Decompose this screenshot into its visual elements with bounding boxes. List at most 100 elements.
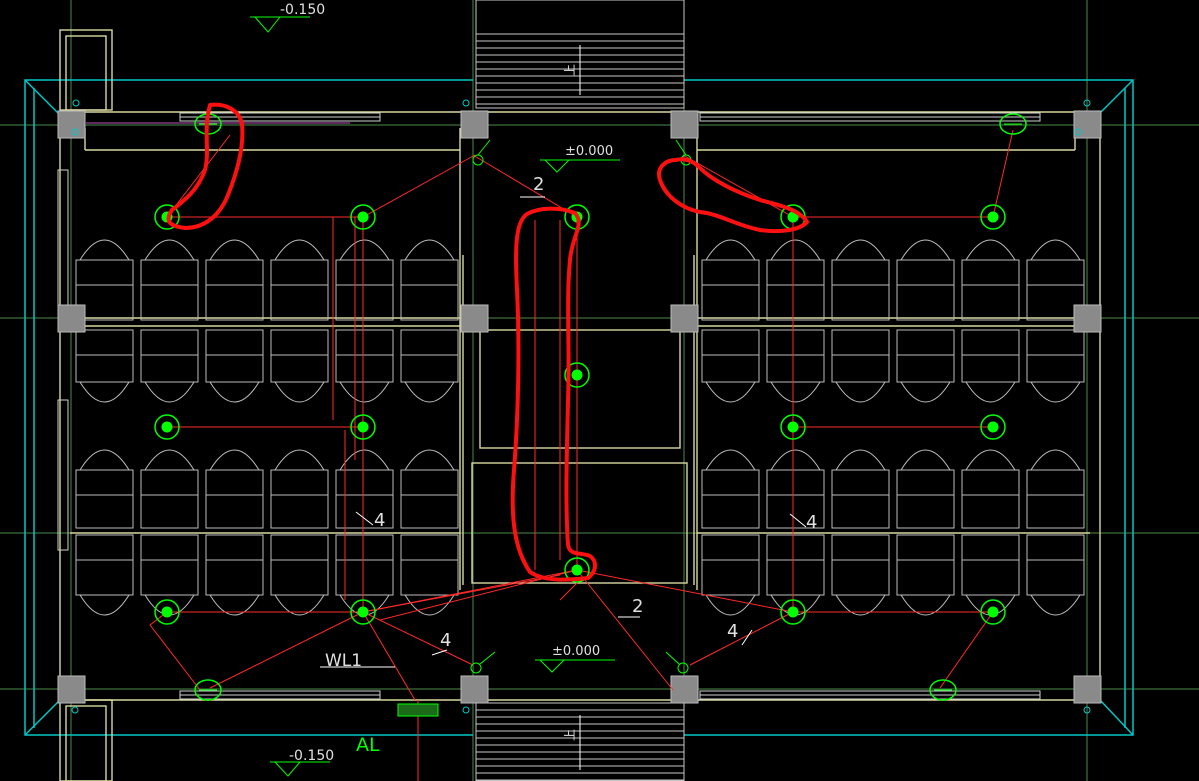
- wall-lamp-icon: [999, 113, 1027, 135]
- wall-lamp-icon: [194, 679, 222, 701]
- furniture-unit: [831, 239, 890, 321]
- furniture-unit: [270, 239, 329, 321]
- furniture-unit: [766, 534, 825, 616]
- furniture-unit: [400, 329, 459, 403]
- axis-marker: [1083, 706, 1091, 714]
- ceiling-light-icon: [980, 204, 1006, 230]
- furniture-unit: [140, 534, 199, 616]
- ceiling-light-icon: [350, 414, 376, 440]
- ceiling-light-icon: [154, 414, 180, 440]
- furniture-unit: [270, 449, 329, 529]
- furniture-unit: [1026, 534, 1085, 616]
- windows: [57, 112, 1041, 700]
- ceiling-light-icon: [154, 599, 180, 625]
- furniture-unit: [400, 239, 459, 321]
- furniture-unit: [766, 329, 825, 403]
- furniture-unit: [831, 534, 890, 616]
- furniture-unit: [400, 534, 459, 616]
- furniture-unit: [961, 329, 1020, 403]
- leaders: [320, 196, 807, 668]
- column: [670, 110, 699, 139]
- column: [1073, 675, 1102, 704]
- furniture-unit: [701, 239, 760, 321]
- furniture-unit: [896, 239, 955, 321]
- furniture-unit: [75, 239, 134, 321]
- furniture-unit: [205, 329, 264, 403]
- ceiling-light-icon: [780, 414, 806, 440]
- ceiling-light-icon: [564, 557, 590, 583]
- furniture-unit: [961, 534, 1020, 616]
- axis-marker: [462, 99, 470, 107]
- furniture-unit: [766, 449, 825, 529]
- ceiling-light-icon: [350, 204, 376, 230]
- circuit-label-bottom: 2: [632, 596, 643, 617]
- ceiling-light-icon: [564, 362, 590, 388]
- wire-count-bottom-left: 4: [440, 630, 451, 651]
- axis-marker: [1074, 128, 1082, 136]
- column: [670, 675, 699, 704]
- ceiling-light-icon: [780, 599, 806, 625]
- level-label-top: -0.150: [280, 2, 325, 18]
- furniture-unit: [75, 449, 134, 529]
- stair-up-bottom-label: 上: [563, 729, 577, 741]
- column: [57, 304, 86, 333]
- wiring: [149, 129, 1014, 781]
- furniture-unit: [896, 534, 955, 616]
- furniture-unit: [335, 329, 394, 403]
- axis-marker: [71, 706, 79, 714]
- furniture-unit: [75, 534, 134, 616]
- level-markers: [250, 16, 620, 777]
- wall-lamp-icon: [929, 679, 957, 701]
- furniture-unit: [701, 449, 760, 529]
- circuit-label-top: 2: [533, 174, 544, 195]
- level-label-bottom: -0.150: [289, 748, 334, 764]
- furniture-unit: [1026, 449, 1085, 529]
- building-outline: [24, 79, 1134, 736]
- furniture-unit: [205, 534, 264, 616]
- furniture-unit: [205, 239, 264, 321]
- circuit-name-label: WL1: [325, 651, 362, 671]
- column: [460, 110, 489, 139]
- columns: [57, 99, 1102, 714]
- level-label-mid-bottom: ±0.000: [552, 644, 600, 659]
- furniture-unit: [75, 329, 134, 403]
- stair-up-top-label: 上: [563, 64, 577, 76]
- furniture-unit: [1026, 239, 1085, 321]
- wire-count-left: 4: [374, 510, 385, 531]
- column: [57, 110, 86, 139]
- column: [57, 675, 86, 704]
- furniture-unit: [140, 449, 199, 529]
- wire-count-right: 4: [806, 512, 817, 533]
- column: [460, 304, 489, 333]
- ceiling-light-icon: [350, 599, 376, 625]
- distribution-panel: [397, 703, 439, 717]
- furniture-unit: [270, 329, 329, 403]
- axis-marker: [71, 128, 79, 136]
- panel-name-label: AL: [356, 734, 380, 756]
- column: [1073, 110, 1102, 139]
- walls: [59, 29, 1101, 781]
- furniture-unit: [400, 449, 459, 529]
- furniture-unit: [701, 534, 760, 616]
- column: [670, 304, 699, 333]
- furniture-unit: [1026, 329, 1085, 403]
- furniture-unit: [961, 239, 1020, 321]
- furniture-unit: [270, 534, 329, 616]
- furniture-unit: [701, 329, 760, 403]
- markup-annotations: [166, 102, 809, 582]
- ceiling-light-icon: [980, 414, 1006, 440]
- furniture-unit: [831, 329, 890, 403]
- axis-marker: [72, 99, 80, 107]
- stairs: [475, 0, 685, 781]
- column: [1073, 304, 1102, 333]
- furniture-unit: [896, 329, 955, 403]
- level-label-mid-top: ±0.000: [565, 144, 613, 159]
- furniture-unit: [766, 239, 825, 321]
- ceiling-light-icon: [980, 599, 1006, 625]
- furniture-unit: [140, 239, 199, 321]
- column: [460, 675, 489, 704]
- furniture-unit: [205, 449, 264, 529]
- axis-marker: [1083, 99, 1091, 107]
- furniture-unit: [140, 329, 199, 403]
